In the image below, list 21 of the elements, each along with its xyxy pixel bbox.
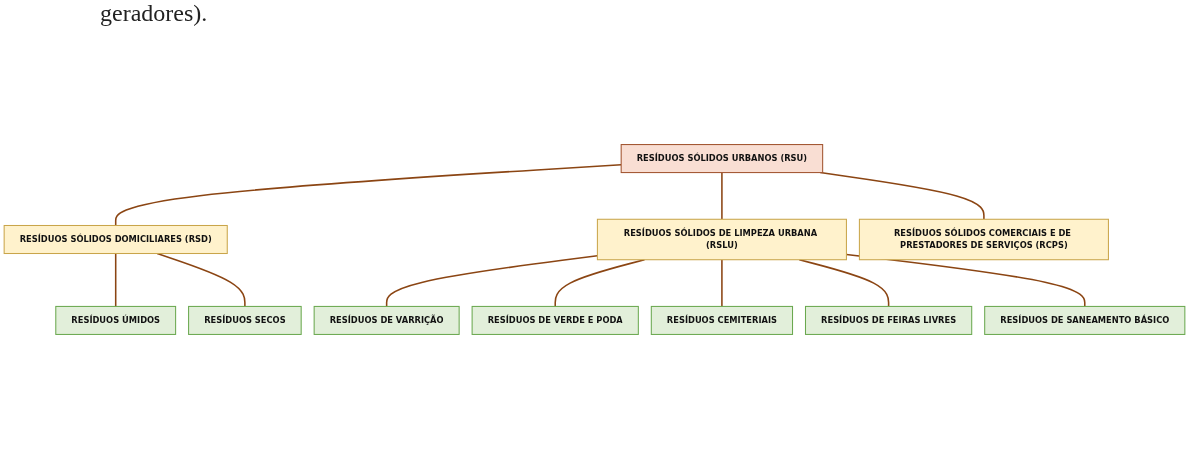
connector (156, 252, 246, 308)
body-text: geradores). (100, 0, 208, 26)
connector (114, 164, 622, 227)
connector (798, 258, 890, 308)
connector (554, 258, 646, 308)
node-box: RESÍDUOS SÓLIDOS DE LIMPEZA URBANA (RSLU) (596, 218, 847, 261)
node-box: RESÍDUOS CEMITERIAIS (650, 305, 794, 335)
connector (721, 171, 723, 221)
node-box: RESÍDUOS DE SANEAMENTO BÁSICO (984, 305, 1186, 335)
connector (819, 171, 985, 221)
connector (114, 252, 117, 308)
node-box: RESÍDUOS ÚMIDOS (55, 305, 177, 335)
node-box: RESÍDUOS DE VERDE E PODA (471, 305, 639, 335)
connector (385, 254, 599, 308)
node-box: RESÍDUOS SÓLIDOS URBANOS (RSU) (620, 144, 824, 174)
connector (721, 258, 723, 308)
node-box: RESÍDUOS SÓLIDOS DOMICILIARES (RSD) (3, 224, 228, 255)
node-box: RESÍDUOS SECOS (188, 305, 302, 335)
node-box: RESÍDUOS DE VARRIÇÃO (313, 305, 460, 335)
node-box: RESÍDUOS DE FEIRAS LIVRES (805, 305, 973, 335)
node-box: RESÍDUOS SÓLIDOS COMERCIAIS E DE PRESTADORES DE SERVIÇOS (RCPS) (858, 218, 1109, 261)
